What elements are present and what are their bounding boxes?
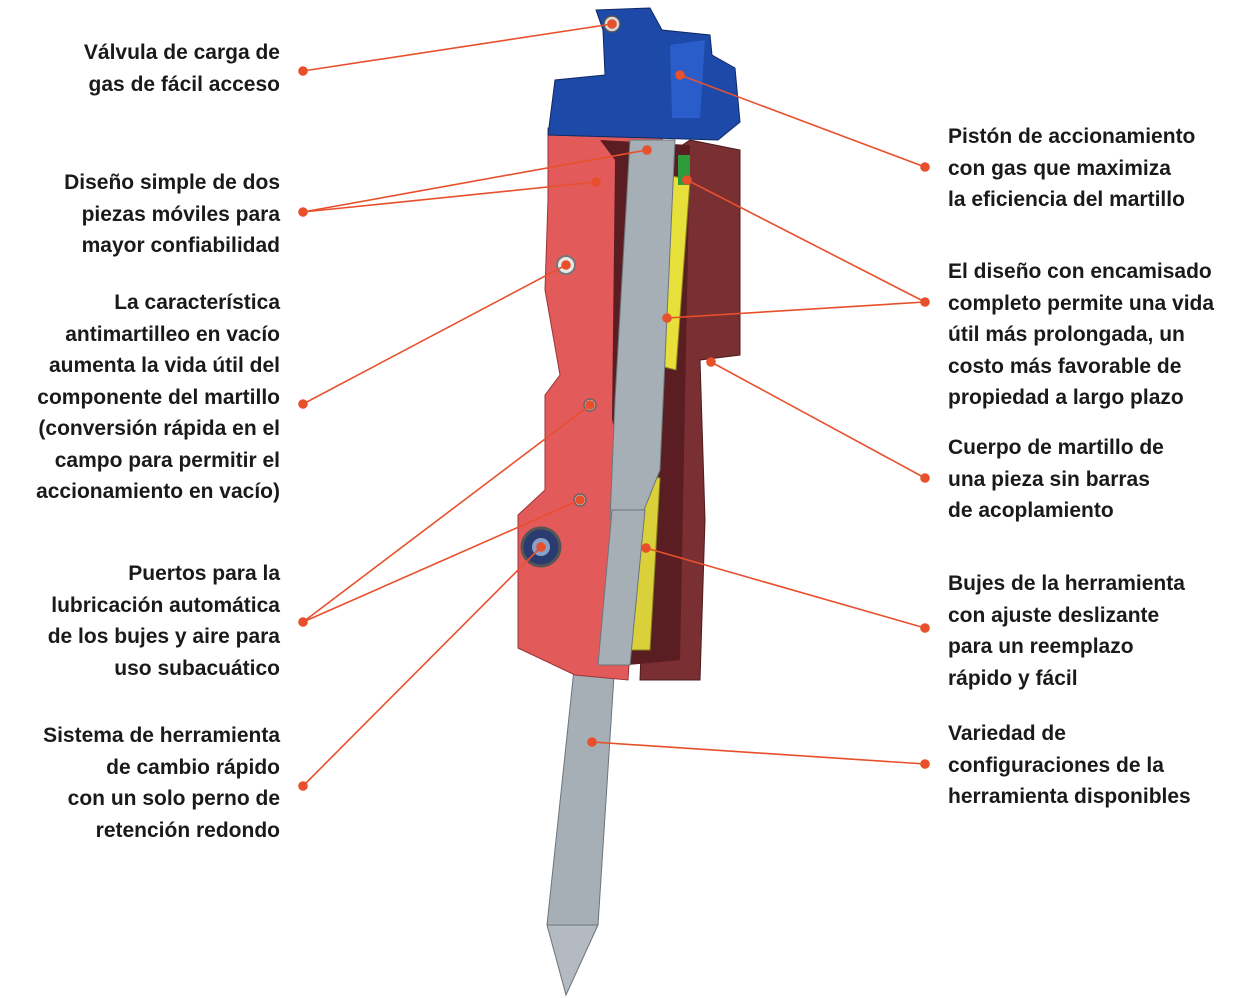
leader-anti-blank bbox=[302, 264, 567, 405]
gas-head bbox=[547, 7, 741, 141]
leader-dot bbox=[662, 313, 672, 323]
leader-dot bbox=[920, 759, 930, 769]
tool-shank bbox=[597, 509, 646, 666]
leader-quick-change bbox=[302, 546, 542, 787]
leader-dot bbox=[585, 400, 595, 410]
leader-dot bbox=[298, 66, 308, 76]
leader-one-piece bbox=[710, 361, 926, 479]
leader-dot bbox=[298, 781, 308, 791]
leader-sleeve-b bbox=[666, 301, 926, 319]
leader-two-parts-b bbox=[302, 181, 597, 213]
leader-gas-piston bbox=[679, 74, 926, 168]
leader-two-parts-a bbox=[302, 149, 648, 213]
label-tool-variety: Variedad de configuraciones de la herram… bbox=[948, 722, 1191, 808]
leader-dot bbox=[920, 623, 930, 633]
leader-valve bbox=[302, 23, 613, 72]
leader-lube-b bbox=[302, 499, 581, 623]
leader-dot bbox=[561, 260, 571, 270]
leader-dot bbox=[298, 207, 308, 217]
leader-tool-variety bbox=[591, 741, 926, 765]
leader-dot bbox=[591, 177, 601, 187]
label-two-moving-parts: Diseño simple de dos piezas móviles para… bbox=[64, 171, 280, 257]
leader-dot bbox=[298, 617, 308, 627]
label-gas-valve: Válvula de carga de gas de fácil acceso bbox=[83, 41, 280, 96]
leader-dot bbox=[642, 145, 652, 155]
leader-dot bbox=[298, 399, 308, 409]
leader-dot bbox=[536, 542, 546, 552]
leader-sleeve-a bbox=[686, 179, 926, 303]
leader-dot bbox=[920, 297, 930, 307]
leader-dot bbox=[575, 495, 585, 505]
leader-dot bbox=[675, 70, 685, 80]
label-lubrication-ports: Puertos para la lubricación automática d… bbox=[47, 562, 280, 680]
leader-dot bbox=[641, 543, 651, 553]
label-tool-bushings: Bujes de la herramienta con ajuste desli… bbox=[948, 572, 1185, 690]
leader-dot bbox=[682, 175, 692, 185]
leader-dot bbox=[706, 357, 716, 367]
label-one-piece-body: Cuerpo de martillo de una pieza sin barr… bbox=[948, 436, 1164, 522]
tool-chisel bbox=[546, 659, 616, 997]
leader-lines bbox=[298, 19, 930, 791]
leader-dot bbox=[920, 162, 930, 172]
gas-chamber bbox=[670, 40, 705, 118]
leader-dot bbox=[587, 737, 597, 747]
label-full-sleeve: El diseño con encamisado completo permit… bbox=[948, 260, 1215, 409]
leader-dot bbox=[607, 19, 617, 29]
label-anti-blank-firing: La característica antimartilleo en vacío… bbox=[36, 291, 280, 503]
label-quick-change-tool: Sistema de herramienta de cambio rápido … bbox=[43, 724, 280, 842]
leader-lube-a bbox=[302, 404, 591, 623]
label-gas-piston: Pistón de accionamiento con gas que maxi… bbox=[948, 125, 1196, 211]
leader-bushings bbox=[645, 547, 926, 629]
leader-dot bbox=[920, 473, 930, 483]
